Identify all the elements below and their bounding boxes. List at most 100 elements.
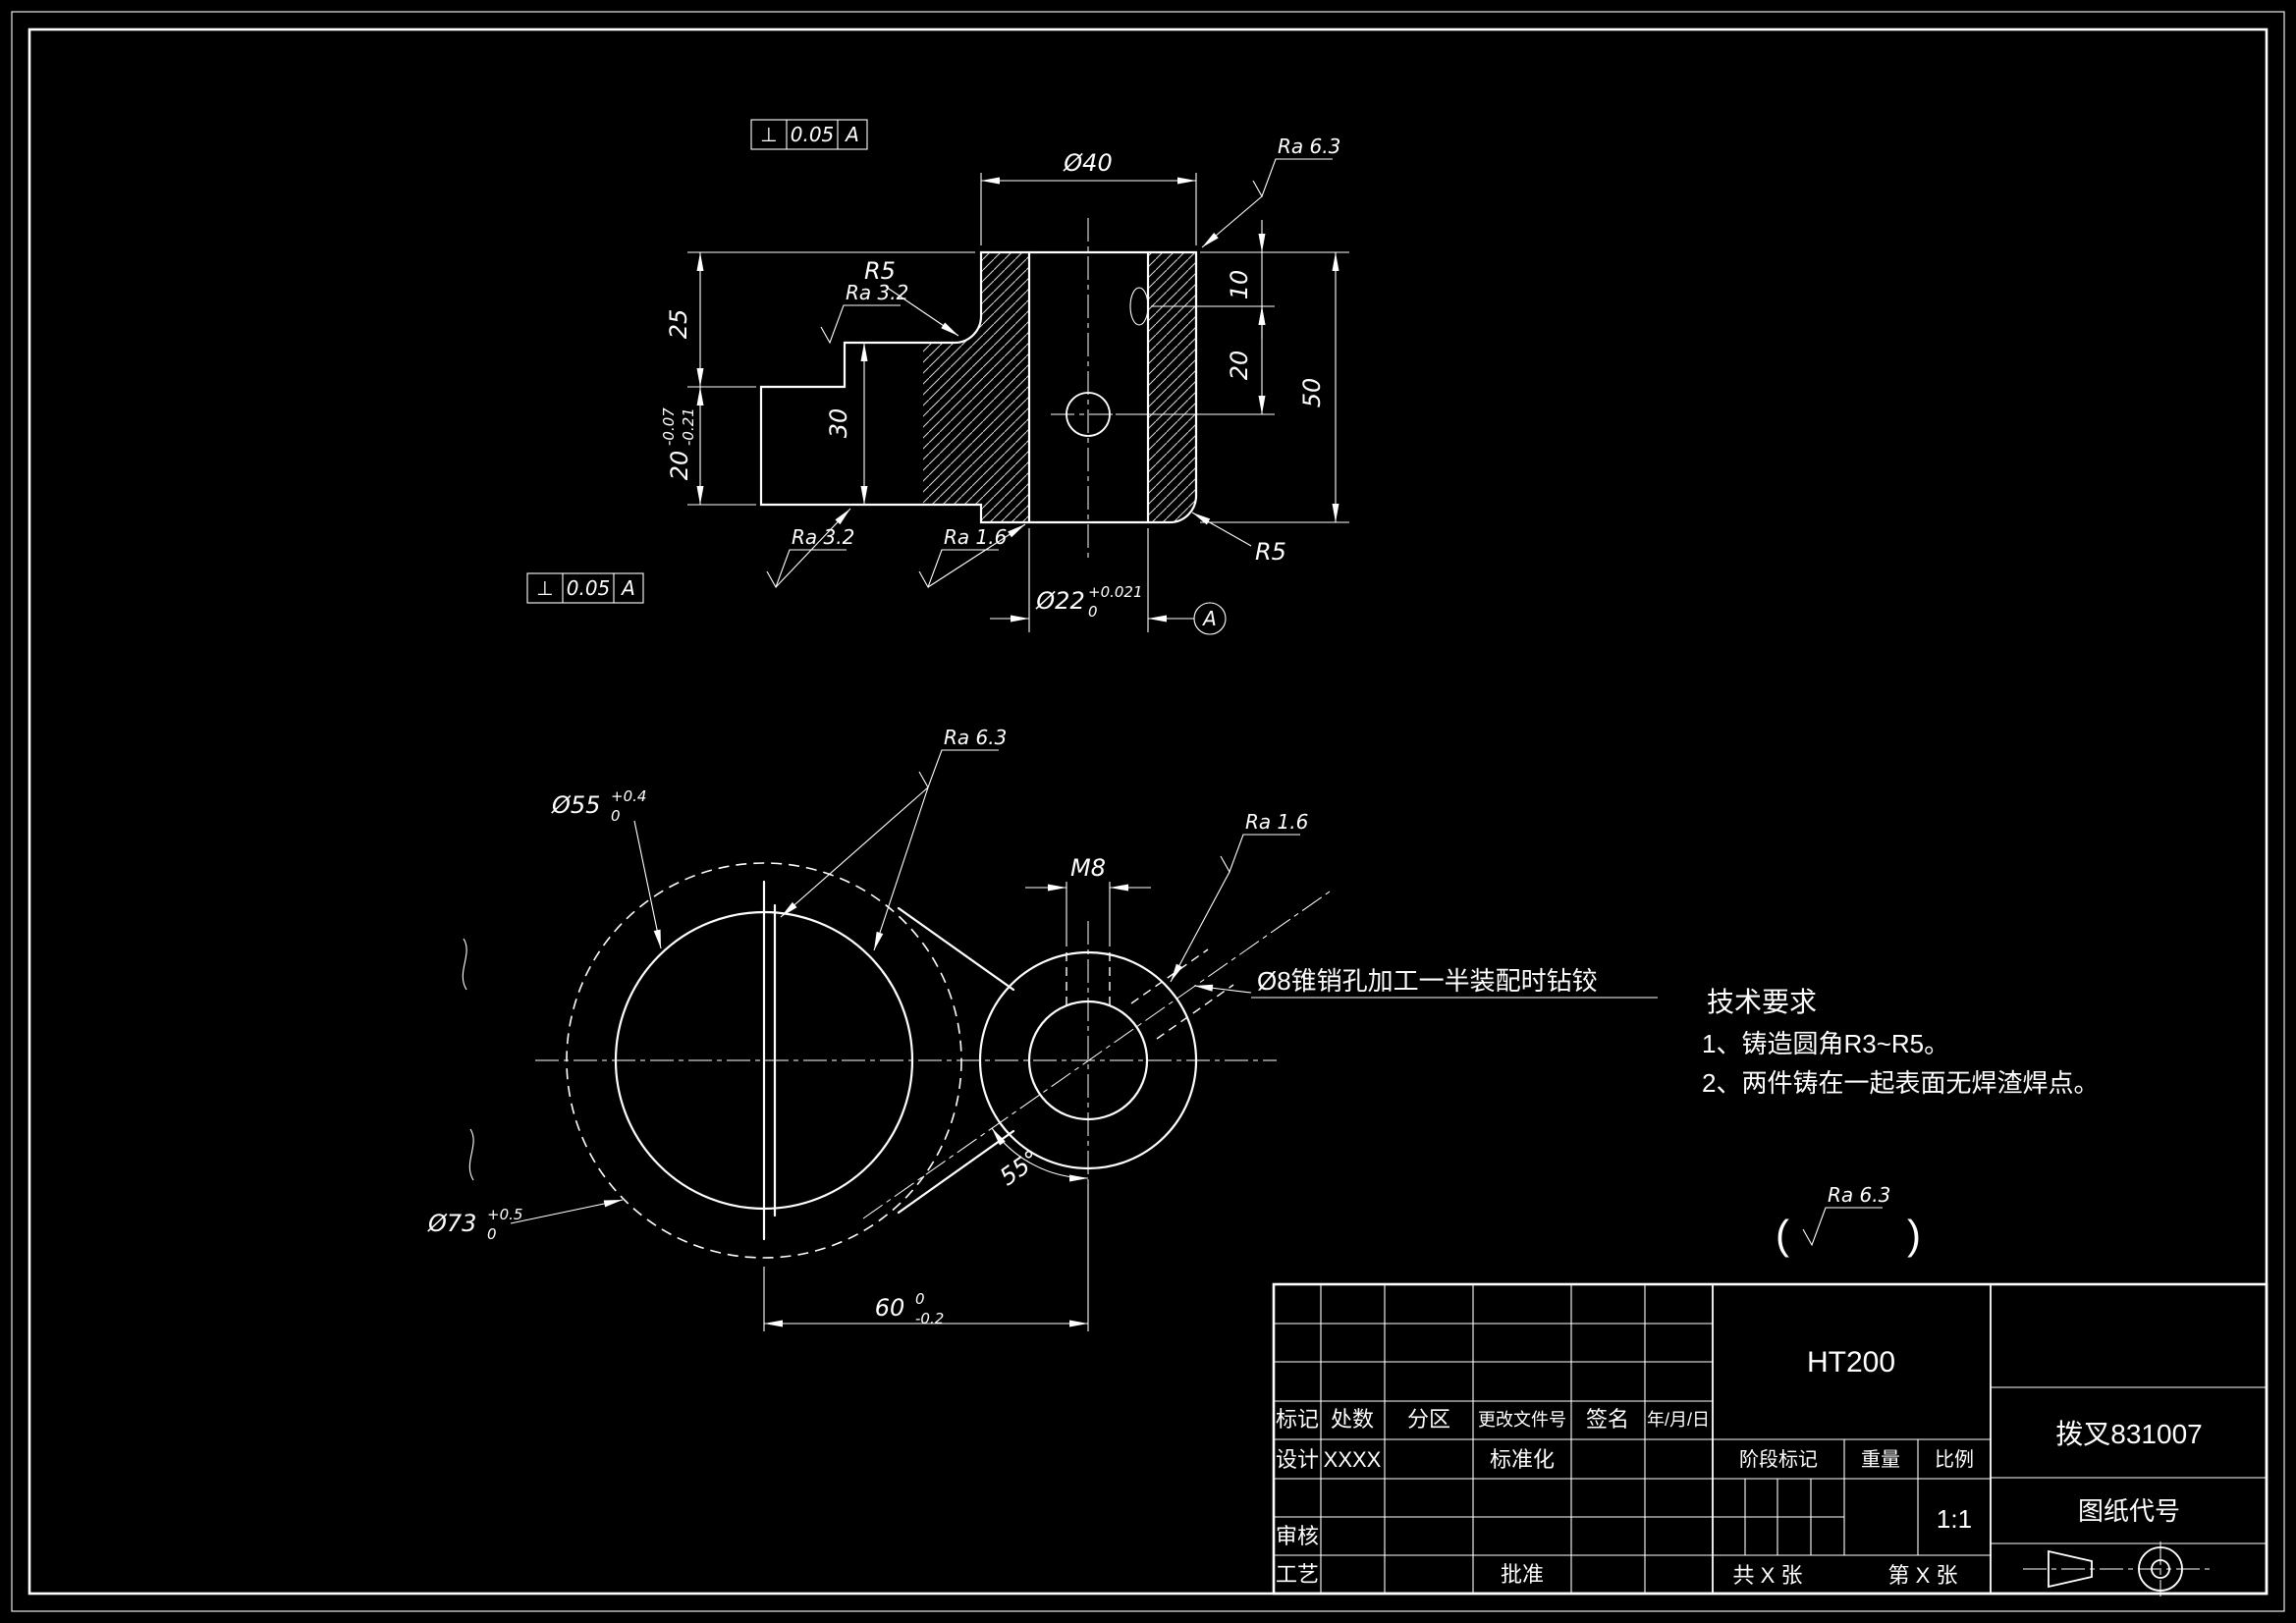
tb-count: 处数 [1331,1407,1374,1432]
front-view: M8 55° 60 0 -0.2 Ø55 +0.4 0 Ø73 +0.5 0 [427,726,1658,1331]
tb-date: 年/月/日 [1647,1410,1710,1430]
tb-scale-val: 1:1 [1937,1504,1972,1534]
ra16-label: Ra 1.6 [944,525,1007,549]
title-block-rows [1274,1323,1713,1556]
tb-sheet-total: 共 X 张 [1733,1563,1803,1588]
dim-60-sub: -0.2 [915,1310,944,1327]
ra63-front-label: Ra 6.3 [944,726,1007,749]
tb-appr: 批准 [1501,1562,1544,1587]
dim-73-sup: +0.5 [487,1206,522,1223]
pin-note: Ø8锥销孔加工一半装配时钻铰 [1193,966,1658,999]
tb-design: 设计 [1276,1447,1319,1472]
dim-60: 60 0 -0.2 [763,1184,1089,1331]
dim-55-main: Ø55 [551,791,600,819]
dim-22: Ø22 +0.021 0 A [990,528,1227,635]
datum-top-symbol: ⊥ [760,123,777,146]
ra32a-label: Ra 3.2 [846,281,908,304]
datum-a-circle [1193,602,1227,635]
dim-25-20: 25 20 -0.07 -0.21 [660,251,975,506]
tech-req-item-1: 1、铸造圆角R3~R5。 [1702,1029,1949,1058]
roughness-icon [1802,1207,1883,1247]
tb-design-val: XXXX [1324,1447,1382,1472]
m8-hole-hidden [1066,952,1111,1011]
dim-55: Ø55 +0.4 0 [551,787,662,949]
roughness-icon [918,749,999,789]
dim-55-sub: 0 [611,807,621,825]
r5-top-label: R5 [864,257,896,285]
roughness-ra32-step: Ra 3.2 [820,281,908,345]
datum-bottom-ref: A [620,576,635,600]
dim-22-sup: +0.021 [1088,583,1143,601]
ra63-leader [1201,195,1263,248]
dim-10-label: 10 [1226,270,1253,300]
roughness-ra63: Ra 6.3 [1252,135,1340,198]
outer-border [11,11,2285,1612]
sheet-border [11,11,2285,1612]
dim-60-main: 60 [875,1294,905,1322]
tb-material: HT200 [1807,1346,1895,1379]
title-block: 标记 处数 分区 更改文件号 签名 年/月/日 设计 XXXX 标准化 审核 工… [1272,1282,2269,1596]
dim-30-label: 30 [825,408,852,439]
title-block-cols [1320,1284,1646,1594]
callout-r5-bottom: R5 [1191,512,1286,566]
datum-bottom-value: 0.05 [567,576,611,600]
tb-zone: 分区 [1407,1407,1450,1432]
tb-sign: 签名 [1586,1407,1629,1432]
roughness-ra16-front: Ra 1.6 [1220,810,1308,874]
tb-drawing-code: 图纸代号 [2078,1496,2180,1526]
ra63-front-leader-2 [873,786,929,951]
dim-73: Ø73 +0.5 0 [427,1199,624,1243]
dim-73-main: Ø73 [427,1210,476,1237]
tech-requirements: 技术要求 1、铸造圆角R3~R5。 2、两件铸在一起表面无焊渣焊点。 [1702,987,2099,1098]
datum-a-label: A [1201,607,1217,630]
surface-note: ( Ra 6.3 ) [1776,1183,1921,1258]
ra16-front-leader [1170,871,1230,983]
title-block-middle-grid [1713,1438,1991,1556]
roughness-icon [918,549,999,589]
tech-req-title: 技术要求 [1707,987,1817,1017]
first-angle-projection-icon [2023,1542,2210,1596]
ra16-leader [927,523,1026,588]
roughness-icon [1252,158,1333,198]
datum-box-bottom: ⊥ 0.05 A [526,572,644,604]
dim-20-main: 20 [666,451,693,481]
dim-25-label: 25 [665,309,692,340]
section-view: Ø40 25 20 -0.07 -0.21 30 1 [526,119,1349,635]
tb-part-name: 拨叉831007 [2055,1419,2202,1449]
roughness-ra63-front: Ra 6.3 [918,726,1007,789]
dim-20-sup: -0.07 [660,407,678,446]
bore-edges [1027,250,1150,524]
ra16-front-label: Ra 1.6 [1245,810,1308,834]
paren-close: ) [1907,1212,1921,1258]
roughness-icon [766,549,847,589]
datum-top-value: 0.05 [791,123,835,146]
dim-m8-label: M8 [1070,854,1106,882]
roughness-icon [1220,834,1300,874]
ra63-label: Ra 6.3 [1278,135,1340,158]
callout-r5-top: R5 [864,257,959,337]
tb-doc: 更改文件号 [1478,1410,1566,1430]
break-lines [462,938,474,1181]
ra32b-leader [775,508,851,588]
tb-proc: 工艺 [1276,1562,1319,1587]
r5-bottom-label: R5 [1255,538,1286,566]
dim-40: Ø40 [980,149,1197,245]
dim-22-main: Ø22 [1035,587,1084,615]
dim-40-label: Ø40 [1063,149,1112,177]
inner-border [27,27,2269,1596]
tb-std: 标准化 [1490,1447,1555,1472]
tb-check: 审核 [1276,1524,1319,1548]
tech-req-item-2: 2、两件铸在一起表面无焊渣焊点。 [1702,1068,2099,1098]
tb-sheet-no: 第 X 张 [1888,1563,1958,1588]
dim-55-sup: +0.4 [611,787,646,805]
tb-scale: 比例 [1935,1448,1974,1471]
pin-hole-hidden [1130,948,1234,1040]
dim-right-stack: 10 20 50 [1116,220,1349,523]
title-block-right-grid [1991,1386,2267,1544]
ra63-front-leader-1 [780,786,929,918]
roughness-general-label: Ra 6.3 [1828,1183,1890,1207]
part-outline [759,250,1198,524]
dim-50-label: 50 [1298,378,1326,408]
dim-m8: M8 [1025,854,1151,947]
